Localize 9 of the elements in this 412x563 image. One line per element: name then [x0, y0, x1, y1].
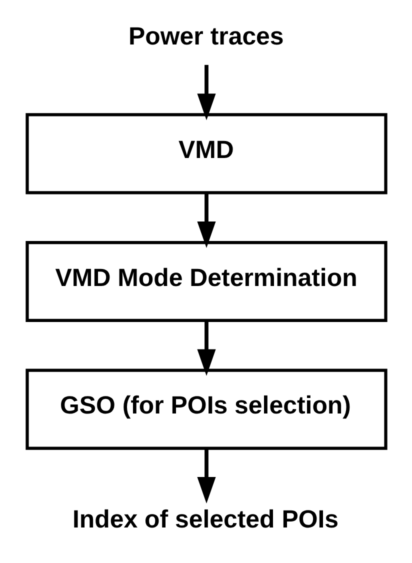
node-box: GSO (for POIs selection)	[25, 368, 387, 450]
node-text: Index of selected POIs	[72, 505, 338, 534]
node-box: VMD	[25, 113, 387, 194]
arrow	[196, 320, 216, 376]
arrow	[196, 64, 216, 120]
node-text: Power traces	[128, 22, 284, 50]
arrow	[196, 192, 216, 248]
node-box: VMD Mode Determination	[25, 240, 387, 322]
arrow	[196, 448, 216, 504]
